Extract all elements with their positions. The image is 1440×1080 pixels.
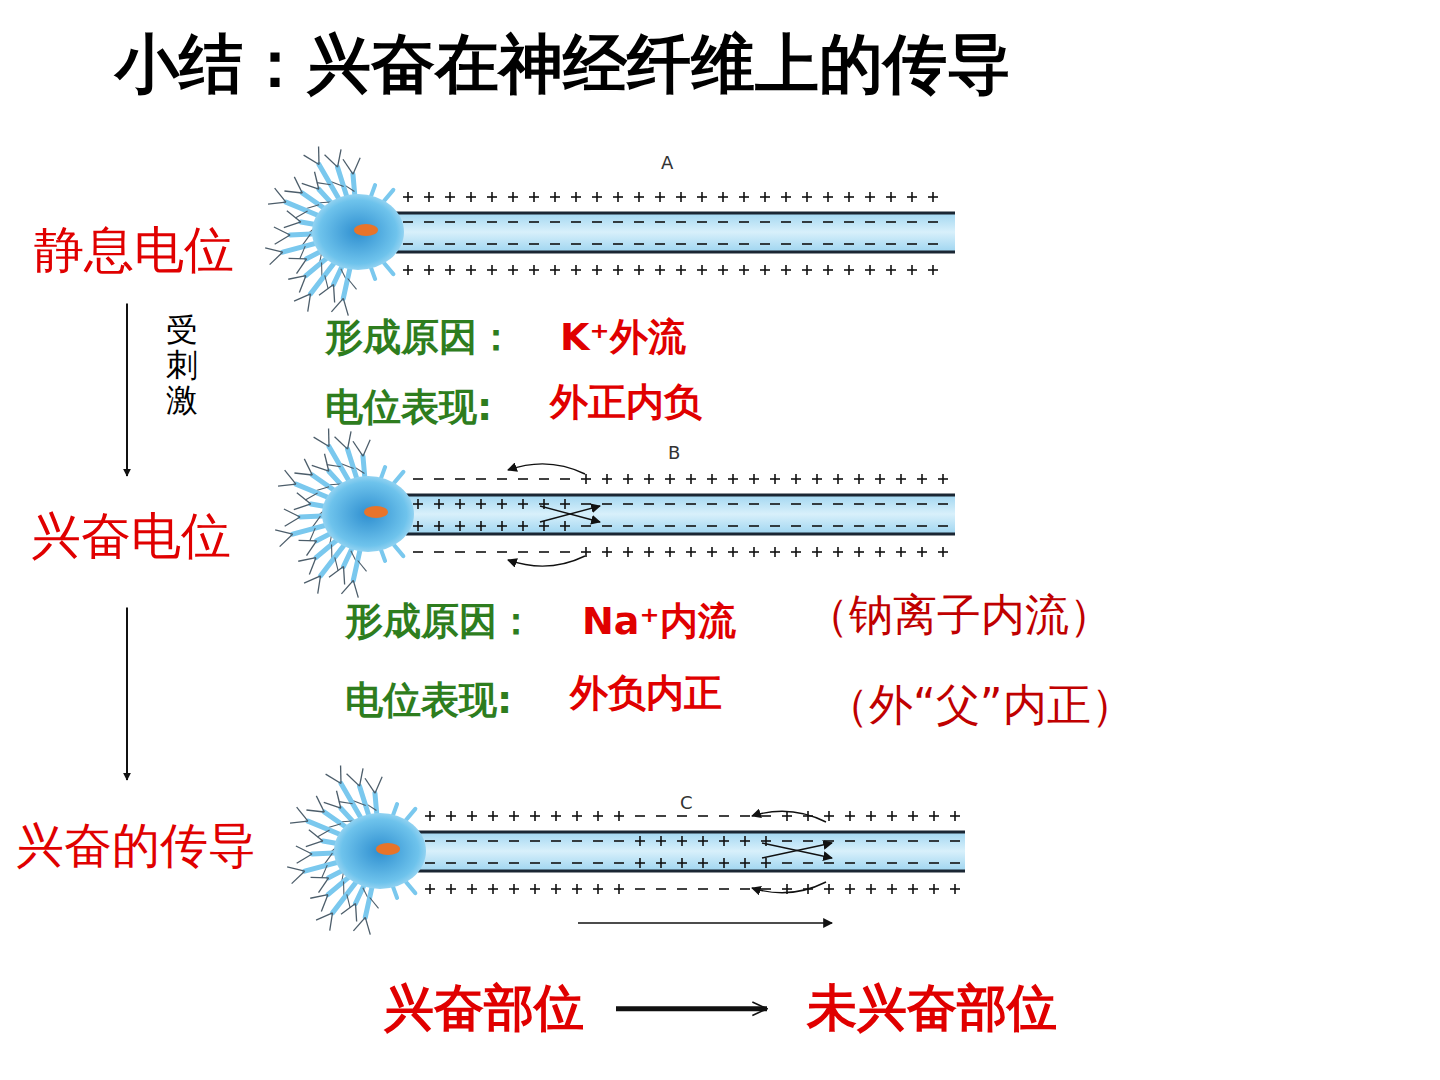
current-arrow — [540, 506, 600, 522]
neuron — [275, 428, 955, 597]
flow-arrow — [126, 304, 128, 477]
panel-letter: A — [661, 153, 673, 174]
stage-text: 兴奋部位 — [384, 980, 584, 1038]
current-arrow — [752, 882, 826, 893]
edge-label: 受刺激 — [166, 313, 198, 419]
row-caption: 电位表现: — [345, 679, 512, 723]
cause-value: Na⁺内流 — [582, 600, 736, 644]
current-arrow — [762, 843, 832, 858]
row-caption: 电位表现: — [325, 386, 492, 430]
row-caption: 形成原因： — [325, 316, 515, 360]
stage-label: 兴奋电位 — [27, 506, 235, 568]
neuron — [287, 765, 965, 934]
current-arrow — [578, 922, 832, 923]
stage-text: 兴奋电位 — [31, 508, 231, 566]
note: （钠离子内流） — [805, 590, 1113, 641]
flow-arrow — [616, 1006, 767, 1011]
region-label: 未兴奋部位 — [803, 978, 1061, 1040]
current-arrow — [508, 464, 585, 474]
cause-value: K⁺外流 — [560, 316, 686, 360]
stage-label: 兴奋的传导 — [12, 816, 260, 875]
note: （外“父”内正） — [825, 680, 1135, 731]
stage-label: 静息电位 — [30, 220, 238, 282]
panel-letter: B — [668, 443, 680, 464]
region-label: 兴奋部位 — [380, 978, 588, 1040]
current-arrow — [762, 843, 832, 858]
neuron — [265, 146, 955, 315]
slide-title: 小结：兴奋在神经纤维上的传导 — [115, 28, 1011, 102]
potential-value: 外正内负 — [550, 381, 702, 425]
flow-arrow — [126, 608, 128, 781]
potential-value: 外负内正 — [570, 672, 722, 716]
stage-text: 兴奋的传导 — [16, 818, 256, 873]
current-arrow — [508, 556, 585, 566]
row-caption: 形成原因： — [345, 600, 535, 644]
current-arrow — [540, 506, 600, 522]
stage-text: 未兴奋部位 — [807, 980, 1057, 1038]
stage-text: 静息电位 — [34, 222, 234, 280]
current-arrow — [752, 811, 826, 822]
panel-letter: C — [680, 793, 693, 814]
